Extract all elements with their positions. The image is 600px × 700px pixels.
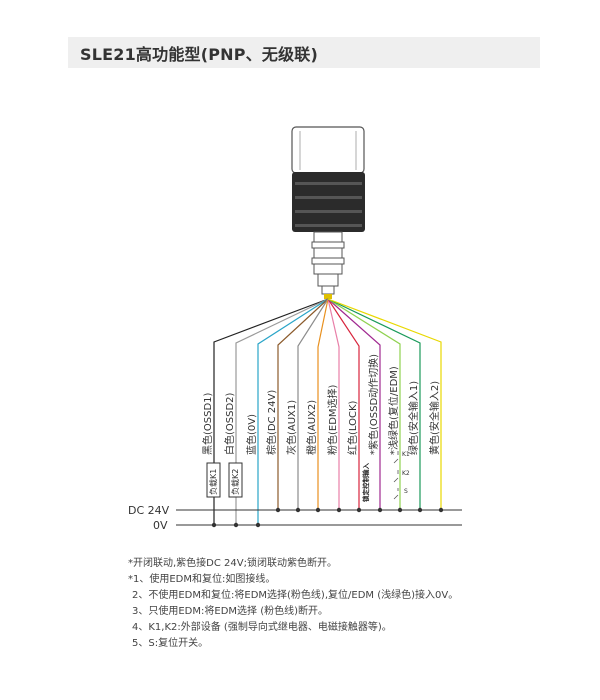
load-k1-box: 负载K1	[206, 462, 221, 498]
wire-label-2: 蓝色(0V)	[245, 414, 258, 455]
load-k2-label: 负载K2	[230, 469, 240, 495]
contact-k2-symbol	[393, 470, 399, 483]
wire-group: 黑色(OSSD1) 白色(OSSD2) 蓝色(0V) 棕色(DC 24V) 灰色(AUX…	[201, 298, 442, 525]
wire-3	[277, 298, 329, 510]
junction-dot-2	[255, 522, 261, 528]
contact-s-label: S	[404, 488, 408, 495]
junction-dot-10	[417, 507, 423, 513]
wire-5	[317, 298, 329, 510]
wire-label-3: 棕色(DC 24V)	[265, 390, 278, 455]
wire-4	[297, 298, 329, 510]
wire-label-7: 红色(LOCK)	[346, 400, 359, 455]
junction-dots	[211, 507, 444, 528]
title-bar: SLE21高功能型(PNP、无级联)	[68, 37, 540, 68]
wire-label-1: 白色(OSSD2)	[223, 392, 236, 455]
note-line-0: *开闭联动,紫色接DC 24V;锁闭联动紫色断开。	[128, 558, 337, 569]
wire-label-4: 灰色(AUX1)	[285, 400, 298, 455]
junction-dot-4	[295, 507, 301, 513]
note-line-1: *1、使用EDM和复位:如图接线。	[128, 574, 276, 585]
wire-11	[327, 298, 442, 510]
junction-dot-6	[336, 507, 342, 513]
load-k2-box: 负载K2	[228, 462, 243, 498]
junction-dot-5	[315, 507, 321, 513]
wire-label-0: 黑色(OSSD1)	[201, 392, 214, 455]
dc-24v-label: DC 24V	[128, 504, 170, 517]
note-line-4: 4、K1,K2:外部设备 (强制导向式继电器、电磁接触器等)。	[132, 622, 392, 633]
junction-dot-3	[275, 507, 281, 513]
wire-10	[327, 298, 421, 510]
wire-2	[257, 298, 329, 525]
junction-dot-1	[233, 522, 239, 528]
wire-label-9: *浅绿色(复位/EDM)	[387, 366, 400, 455]
load-k1-label: 负载K1	[208, 469, 218, 495]
notes-section: *开闭联动,紫色接DC 24V;锁闭联动紫色断开。 *1、使用EDM和复位:如图…	[128, 556, 568, 652]
wire-label-6: 粉色(EDM选择)	[326, 384, 339, 455]
junction-dot-0	[211, 522, 217, 528]
junction-dot-8	[377, 507, 383, 513]
contact-k1-label: K1	[402, 451, 410, 458]
contact-k1-symbol	[393, 451, 399, 464]
wire-label-11: 黄色(安全输入2)	[428, 381, 441, 455]
wire-7	[327, 298, 360, 510]
junction-dot-9	[397, 507, 403, 513]
wire-9	[327, 298, 401, 510]
zero-v-label: 0V	[153, 519, 168, 532]
note-line-2: 2、不使用EDM和复位:将EDM选择(粉色线),复位/EDM (浅绿色)接入0V…	[132, 590, 459, 601]
contact-k2-label: K2	[402, 470, 410, 477]
page-title: SLE21高功能型(PNP、无级联)	[80, 44, 318, 64]
wire-1	[235, 298, 329, 463]
note-line-3: 3、只使用EDM:将EDM选择 (粉色线)断开。	[132, 606, 329, 617]
wire-label-10: 绿色(安全输入1)	[407, 381, 420, 455]
reset-switch-s-symbol	[393, 488, 399, 500]
wire-6	[327, 298, 340, 510]
junction-dot-11	[438, 507, 444, 513]
note-line-5: 5、S:复位开关。	[132, 638, 209, 649]
wire-0	[213, 298, 329, 463]
wire-label-8: *紫色(OSSD动作切换)	[367, 354, 380, 455]
junction-dot-7	[356, 507, 362, 513]
sensor-icon	[291, 126, 365, 299]
wire-8	[327, 298, 381, 510]
wire-label-5: 橙色(AUX2)	[305, 400, 318, 455]
lock-control-label: 锁定控制输入	[361, 463, 370, 504]
